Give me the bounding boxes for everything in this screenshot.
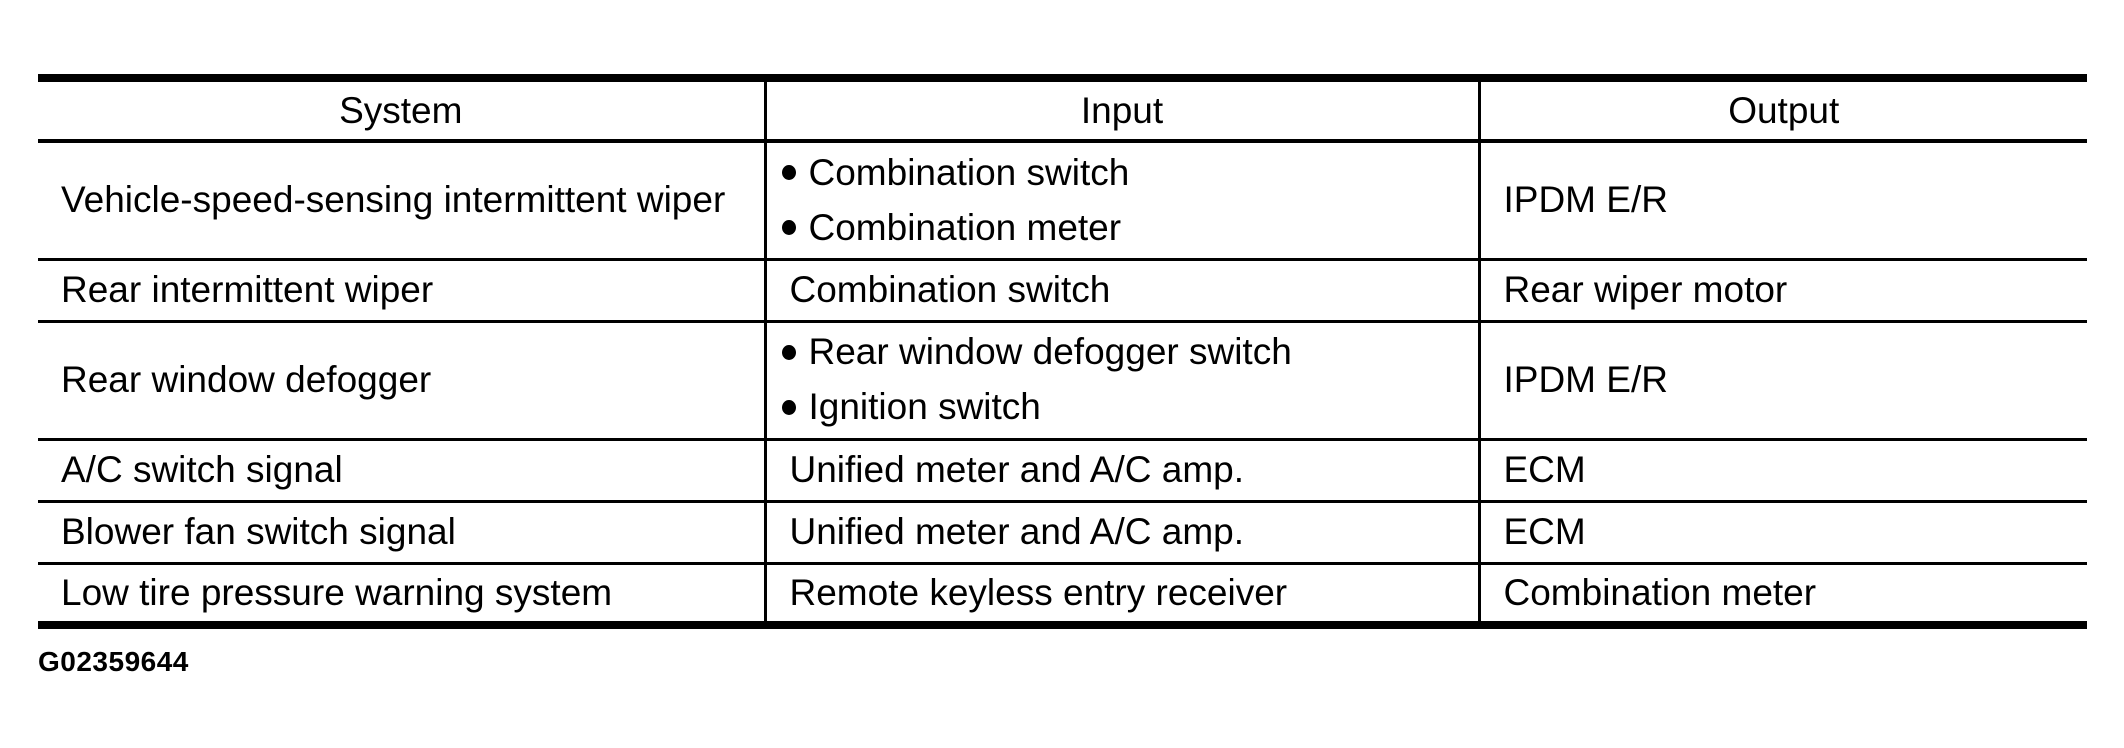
bullet-icon [781, 400, 796, 415]
system-cell: Low tire pressure warning system [61, 571, 613, 613]
column-header-output: Output [1477, 78, 2087, 143]
table-row: Vehicle-speed-sensing intermittent wiper… [38, 141, 2087, 261]
input-bullet-item: Ignition switch [781, 380, 1468, 435]
system-cell: Vehicle-speed-sensing intermittent wiper [38, 141, 765, 261]
figure-id: G02359644 [38, 646, 189, 677]
bullet-icon [781, 220, 796, 236]
column-header-input: Input [763, 78, 1479, 143]
input-cell: Unified meter and A/C amp. [763, 439, 1479, 503]
system-cell: Rear window defogger [38, 321, 765, 441]
table-row: Blower fan switch signal Unified meter a… [38, 501, 2087, 565]
input-label: Rear window defogger switch [808, 331, 1292, 373]
input-cell: Combination switch Combination meter [763, 141, 1479, 261]
system-cell: Rear intermittent wiper [38, 259, 765, 323]
output-cell: ECM [1477, 501, 2087, 565]
column-header-system: System [38, 78, 765, 143]
spec-table: System Input Output Vehicle-speed-sensin… [38, 74, 2087, 629]
table-header-row: System Input Output [38, 78, 2087, 143]
bullet-icon [781, 345, 796, 360]
input-cell: Rear window defogger switch Ignition swi… [763, 321, 1479, 441]
system-input-output-table: System Input Output Vehicle-speed-sensin… [38, 74, 2087, 629]
system-cell: Blower fan switch signal [38, 501, 765, 565]
table-row: Rear intermittent wiper Combination swit… [38, 259, 2087, 323]
input-cell: Remote keyless entry receiver [763, 563, 1479, 625]
system-cell: A/C switch signal [38, 439, 765, 503]
input-label: Combination switch [808, 151, 1130, 193]
input-bullet-item: Combination meter [781, 200, 1468, 255]
output-cell: ECM [1477, 439, 2087, 503]
input-label: Ignition switch [808, 386, 1041, 428]
table-row: A/C switch signal Unified meter and A/C … [38, 439, 2087, 503]
input-cell: Unified meter and A/C amp. [763, 501, 1479, 565]
input-bullet-item: Combination switch [781, 145, 1468, 200]
output-cell: Rear wiper motor [1477, 259, 2087, 323]
output-cell: IPDM E/R [1477, 321, 2087, 441]
input-cell: Combination switch [763, 259, 1479, 323]
table-row: Rear window defogger Rear window defogge… [38, 321, 2087, 441]
table-row: Low tire pressure warning system Remote … [38, 563, 2087, 625]
output-cell: IPDM E/R [1477, 141, 2087, 261]
input-bullet-item: Rear window defogger switch [781, 325, 1468, 380]
input-label: Combination meter [808, 206, 1122, 248]
output-cell: Combination meter [1477, 563, 2087, 625]
bullet-icon [781, 165, 796, 181]
